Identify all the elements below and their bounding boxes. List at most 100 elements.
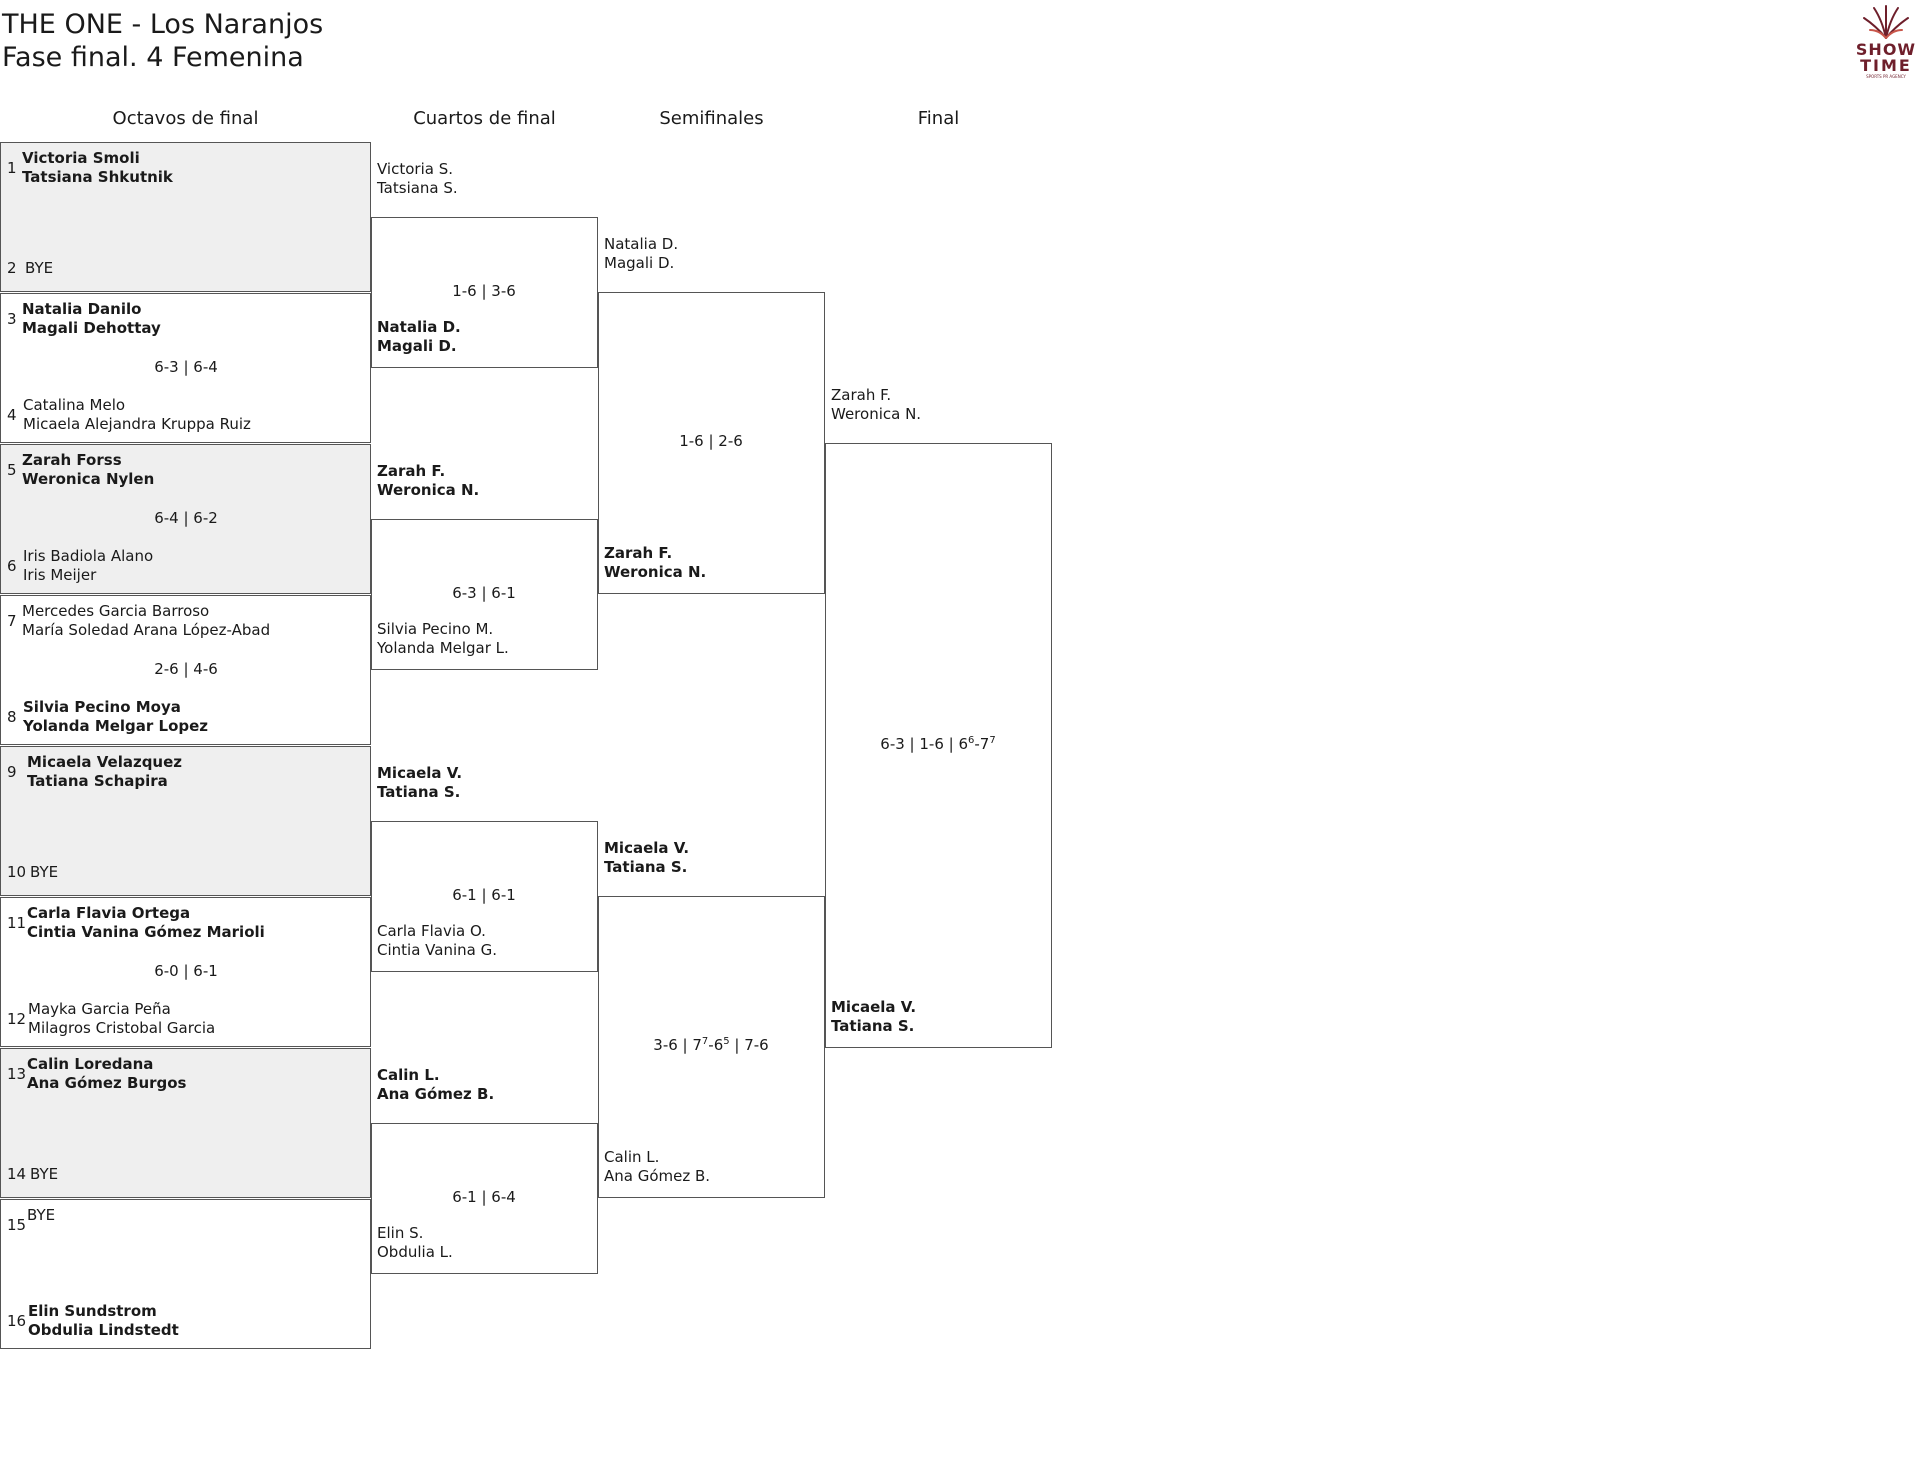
- player-name: Mercedes Garcia Barroso: [22, 602, 210, 620]
- sf-match-1: [598, 292, 825, 594]
- player-name: Weronica Nylen: [22, 470, 155, 488]
- player-name: Cintia Vanina G.: [377, 941, 497, 959]
- qf-match-team-bottom: Natalia D.Magali D.: [377, 318, 461, 356]
- final-match-team-top: Zarah F.Weronica N.: [831, 386, 921, 424]
- player-name: BYE: [25, 259, 54, 277]
- sf-match-team-bottom: Calin L.Ana Gómez B.: [604, 1148, 710, 1186]
- player-name: Cintia Vanina Gómez Marioli: [27, 923, 265, 941]
- sf-match-team-top: Micaela V.Tatiana S.: [604, 839, 689, 877]
- logo-line-2: TIME: [1860, 56, 1912, 75]
- seed-number: 7: [7, 612, 17, 630]
- player-name: Ana Gómez Burgos: [27, 1074, 187, 1092]
- seed-number: 3: [7, 310, 17, 328]
- player-name: Tatiana S.: [604, 858, 688, 876]
- player-name: Natalia D.: [377, 318, 461, 336]
- seed-number: 16: [7, 1312, 27, 1330]
- page-title: THE ONE - Los Naranjos: [2, 9, 324, 40]
- player-name: Zarah Forss: [22, 451, 122, 469]
- player-name: Micaela Alejandra Kruppa Ruiz: [23, 415, 251, 433]
- sf-match-score: 1-6 | 2-6: [679, 432, 743, 450]
- sf-match-2: [598, 896, 825, 1198]
- qf-match-team-bottom: Elin S.Obdulia L.: [377, 1224, 453, 1262]
- player-name: Silvia Pecino Moya: [23, 698, 181, 716]
- tiebreak-score: 7: [989, 734, 996, 746]
- seed-number: 11: [7, 914, 27, 932]
- seed-number: 5: [7, 461, 17, 479]
- player-name: Weronica N.: [604, 563, 707, 581]
- seed-number: 10: [7, 863, 27, 881]
- qf-match-team-bottom: Silvia Pecino M.Yolanda Melgar L.: [377, 620, 509, 658]
- player-name: Calin L.: [377, 1066, 440, 1084]
- qf-match-score: 1-6 | 3-6: [452, 281, 516, 300]
- qf-match-score: 6-3 | 6-1: [452, 583, 516, 602]
- qf-match-team-top: Micaela V.Tatiana S.: [377, 764, 462, 802]
- team-bottom: BYE: [25, 259, 53, 278]
- seed-number: 8: [7, 708, 17, 726]
- player-name: Obdulia Lindstedt: [28, 1321, 179, 1339]
- player-name: Tatiana S.: [377, 783, 461, 801]
- player-name: Tatsiana Shkutnik: [22, 168, 173, 186]
- qf-match-team-bottom: Carla Flavia O.Cintia Vanina G.: [377, 922, 497, 960]
- player-name: Ana Gómez B.: [377, 1085, 495, 1103]
- team-top: BYE: [27, 1206, 55, 1225]
- player-name: BYE: [30, 863, 59, 881]
- tiebreak-score: 7: [701, 1036, 709, 1047]
- tiebreak-score: 6: [968, 734, 975, 746]
- qf-match-score: 6-1 | 6-1: [452, 885, 516, 904]
- qf-match-2: [371, 519, 598, 670]
- qf-match-4: [371, 1123, 598, 1274]
- player-name: Obdulia L.: [377, 1243, 453, 1261]
- player-name: María Soledad Arana López-Abad: [22, 621, 271, 639]
- player-name: Tatsiana S.: [377, 179, 458, 197]
- player-name: Weronica N.: [831, 405, 922, 423]
- player-name: Victoria S.: [377, 160, 453, 178]
- player-name: Calin L.: [604, 1148, 660, 1166]
- player-name: Silvia Pecino M.: [377, 620, 494, 638]
- qf-match-team-top: Calin L.Ana Gómez B.: [377, 1066, 494, 1104]
- sf-match-team-top: Natalia D.Magali D.: [604, 235, 678, 273]
- match-score: 6-0 | 6-1: [154, 962, 218, 980]
- logo-line-1: SHOW: [1855, 40, 1917, 59]
- player-name: Micaela V.: [377, 764, 463, 782]
- page-subtitle: Fase final. 4 Femenina: [2, 42, 304, 73]
- player-name: Magali D.: [377, 337, 457, 355]
- player-name: Carla Flavia O.: [377, 922, 486, 940]
- match-score: 6-4 | 6-2: [154, 509, 218, 527]
- qf-match-team-top: Victoria S.Tatsiana S.: [377, 160, 458, 198]
- round-header-sf: Semifinales: [659, 108, 764, 129]
- qf-match-3: [371, 821, 598, 972]
- player-name: Mayka Garcia Peña: [28, 1000, 171, 1018]
- player-name: Micaela V.: [604, 839, 690, 857]
- logo-tagline: SPORTS PR AGENCY: [1866, 74, 1906, 79]
- seed-number: 14: [7, 1165, 27, 1183]
- player-name: Zarah F.: [831, 386, 892, 404]
- player-name: Elin Sundstrom: [28, 1302, 157, 1320]
- fireworks-icon: [1863, 5, 1909, 39]
- player-name: Victoria Smoli: [22, 149, 140, 167]
- round-header-final: Final: [917, 108, 960, 129]
- player-name: Tatiana S.: [831, 1017, 915, 1035]
- match-score: 2-6 | 4-6: [154, 660, 218, 678]
- tiebreak-score: 5: [723, 1036, 730, 1047]
- player-name: Catalina Melo: [23, 396, 126, 414]
- player-name: Iris Meijer: [23, 566, 97, 584]
- player-name: Weronica N.: [377, 481, 480, 499]
- player-name: BYE: [27, 1206, 56, 1224]
- score-text: 3-6 | 7: [653, 1036, 702, 1054]
